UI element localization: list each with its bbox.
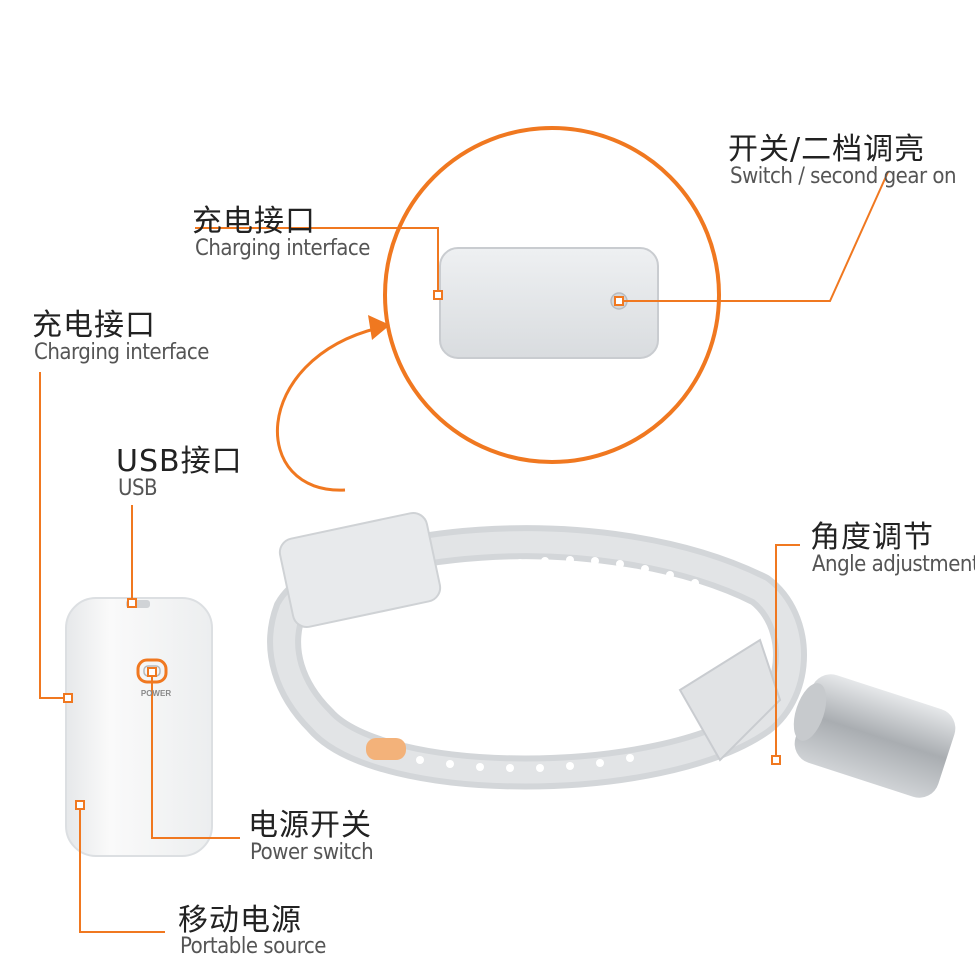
zoom-circle <box>383 126 721 464</box>
switch-label-en: Switch / second gear on <box>730 164 957 189</box>
headlamp-image <box>267 511 956 798</box>
usb-label-en: USB <box>118 476 158 501</box>
charge-left-label-en: Charging interface <box>34 340 209 365</box>
zoom-arrow <box>275 326 379 492</box>
charge-top-label-en: Charging interface <box>195 236 370 261</box>
battery-box-image <box>439 247 659 359</box>
power-switch-label-zh: 电源开关 <box>248 808 372 843</box>
portable-label-en: Portable source <box>180 934 326 959</box>
markers <box>63 290 781 810</box>
powerbank-image <box>65 597 213 857</box>
power-switch-label-en: Power switch <box>250 840 374 865</box>
switch-label-zh: 开关/二档调亮 <box>728 132 926 167</box>
charge-left-label-zh: 充电接口 <box>32 308 156 343</box>
arrow-head-icon <box>368 315 390 340</box>
leader-lines <box>39 171 889 933</box>
usb-label-zh: USB接口 <box>116 444 243 479</box>
portable-label-zh: 移动电源 <box>178 903 302 938</box>
power-button-label: POWER <box>141 689 171 698</box>
angle-label-en: Angle adjustment <box>812 552 975 577</box>
angle-label-zh: 角度调节 <box>810 520 934 555</box>
charge-top-label-zh: 充电接口 <box>192 204 316 239</box>
